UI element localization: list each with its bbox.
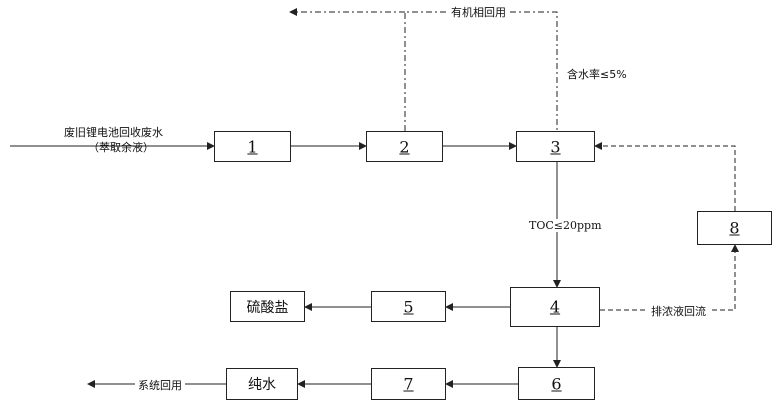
box-8-label: 8 xyxy=(729,218,740,238)
box-4-label: 4 xyxy=(549,297,561,317)
box-5-label: 5 xyxy=(403,297,414,316)
pure-water-box: 纯水 xyxy=(226,368,298,400)
toc-label: TOC≤20ppm xyxy=(527,219,604,232)
box-3-label: 3 xyxy=(550,137,561,156)
process-box-6: 6 xyxy=(518,367,595,400)
sulfate-label: 硫酸盐 xyxy=(246,299,289,316)
process-box-3: 3 xyxy=(516,131,595,162)
process-box-1: 1 xyxy=(214,131,291,162)
pure-water-label: 纯水 xyxy=(248,377,276,393)
process-box-2: 2 xyxy=(366,131,443,162)
concentrate-return-line xyxy=(600,244,739,311)
concentrate-return-label: 排浓液回流 xyxy=(648,303,709,319)
box-1-label: 1 xyxy=(247,137,258,156)
input-label-line2: （萃取余液） xyxy=(88,141,154,154)
system-reuse-label: 系统回用 xyxy=(135,377,185,393)
process-box-4: 4 xyxy=(510,287,600,327)
water-content-label: 含水率≤5% xyxy=(567,68,627,81)
recycle-8-3-line xyxy=(594,142,736,211)
organic-reuse-label: 有机相回用 xyxy=(448,4,509,20)
box-2-label: 2 xyxy=(399,137,410,156)
process-box-7: 7 xyxy=(371,368,446,400)
box-7-label: 7 xyxy=(403,374,414,394)
process-box-8: 8 xyxy=(697,211,772,245)
input-label-line1: 废旧锂电池回收废水 xyxy=(64,126,163,139)
box-6-label: 6 xyxy=(551,374,562,393)
organic-reuse-line xyxy=(404,11,558,131)
process-box-5: 5 xyxy=(371,291,446,322)
sulfate-box: 硫酸盐 xyxy=(230,291,305,322)
